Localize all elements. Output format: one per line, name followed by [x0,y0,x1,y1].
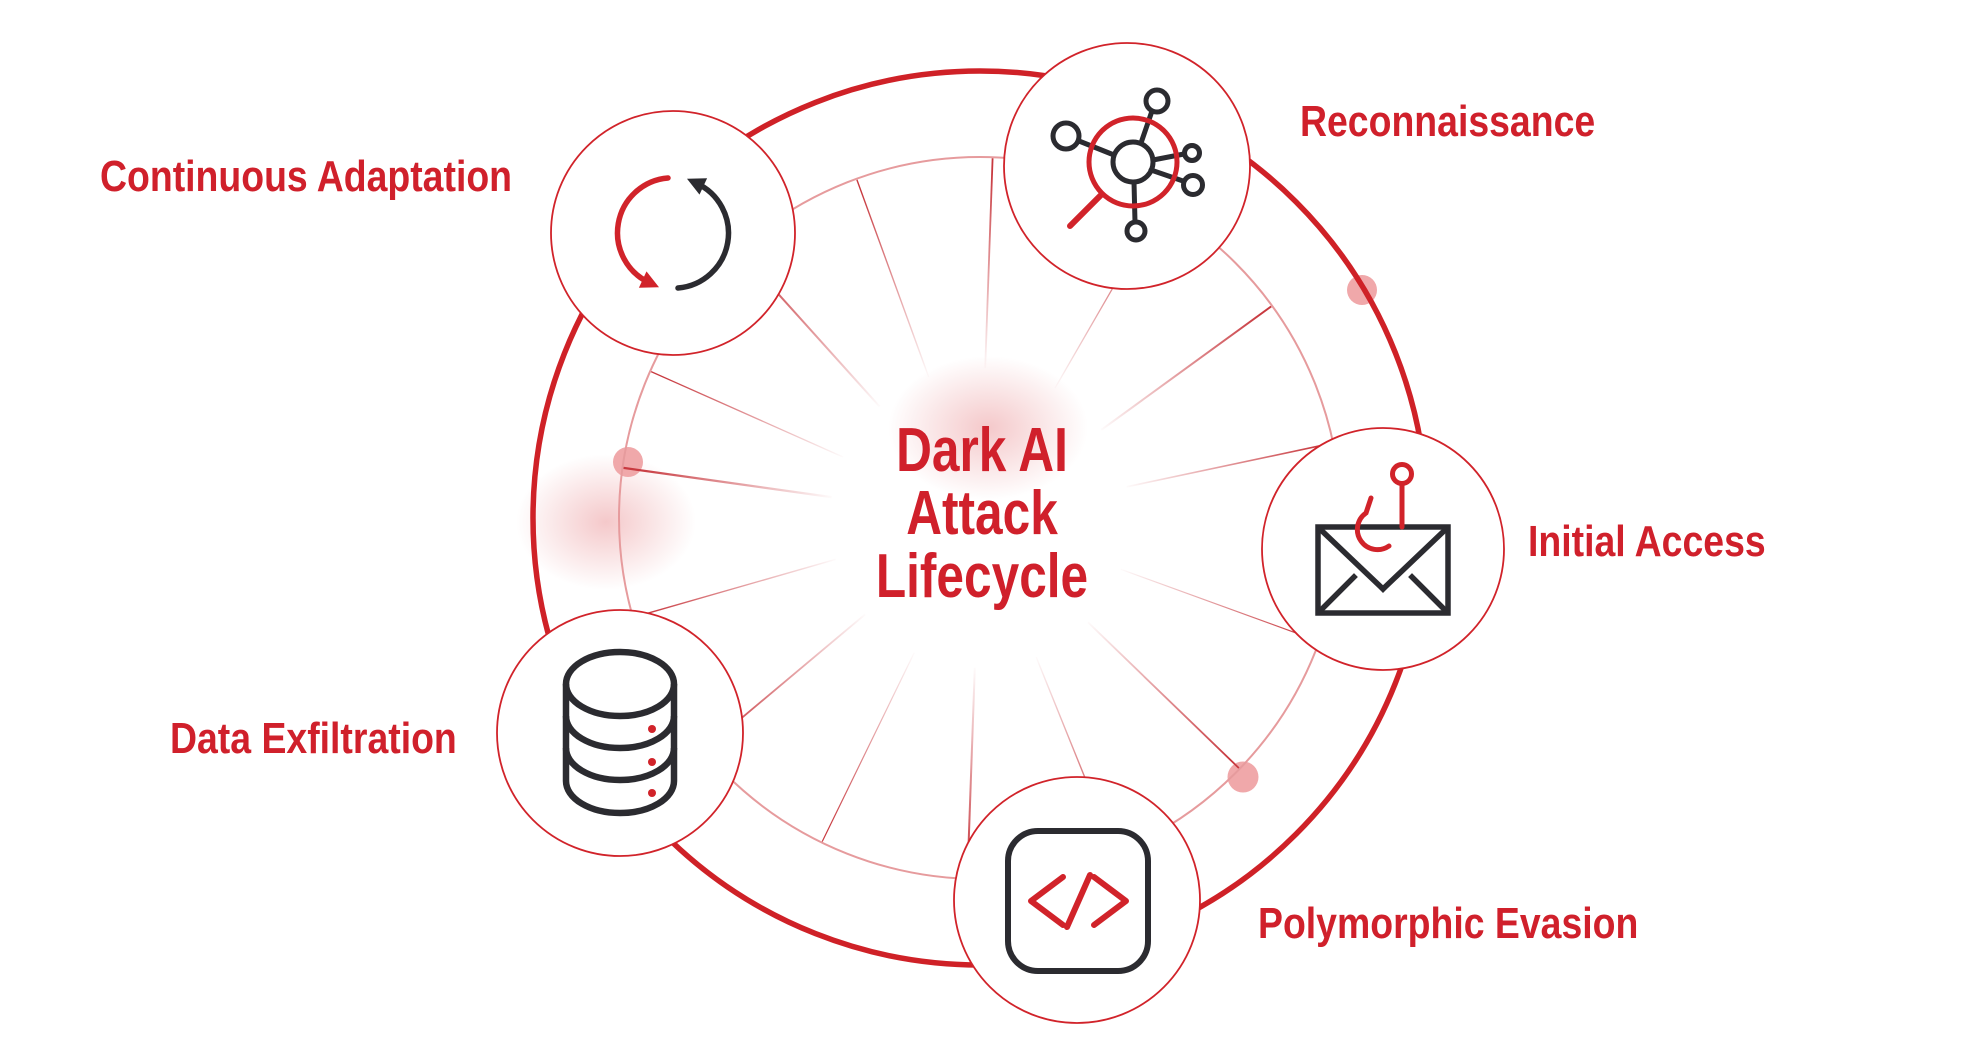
progress-dot [613,447,643,477]
phishing-email-icon [1315,462,1451,616]
code-brackets-icon [1005,828,1151,974]
glow-highlights [516,356,1088,590]
diagram-title-line: Dark AI [896,416,1068,485]
diagram-title: Dark AI Attack Lifecycle [702,419,1262,608]
database-icon [562,648,678,817]
node-circle-reconnaissance [1003,42,1251,290]
label-reconnaissance: Reconnaissance [1300,97,1596,146]
node-circle-data-exfiltration [496,609,744,857]
node-circle-continuous-adaptation [550,110,796,356]
label-initial-access: Initial Access [1528,517,1766,566]
progress-dots [613,275,1377,793]
progress-dot [1227,761,1259,793]
label-data-exfiltration: Data Exfiltration [170,714,457,763]
cycle-arrows-icon [614,175,732,291]
label-polymorphic-evasion: Polymorphic Evasion [1258,899,1639,948]
label-continuous-adaptation: Continuous Adaptation [100,152,513,201]
diagram-title-line: Lifecycle [875,542,1089,611]
magnifier-network-icon [1050,87,1205,243]
diagram-title-line: Attack [906,479,1058,548]
